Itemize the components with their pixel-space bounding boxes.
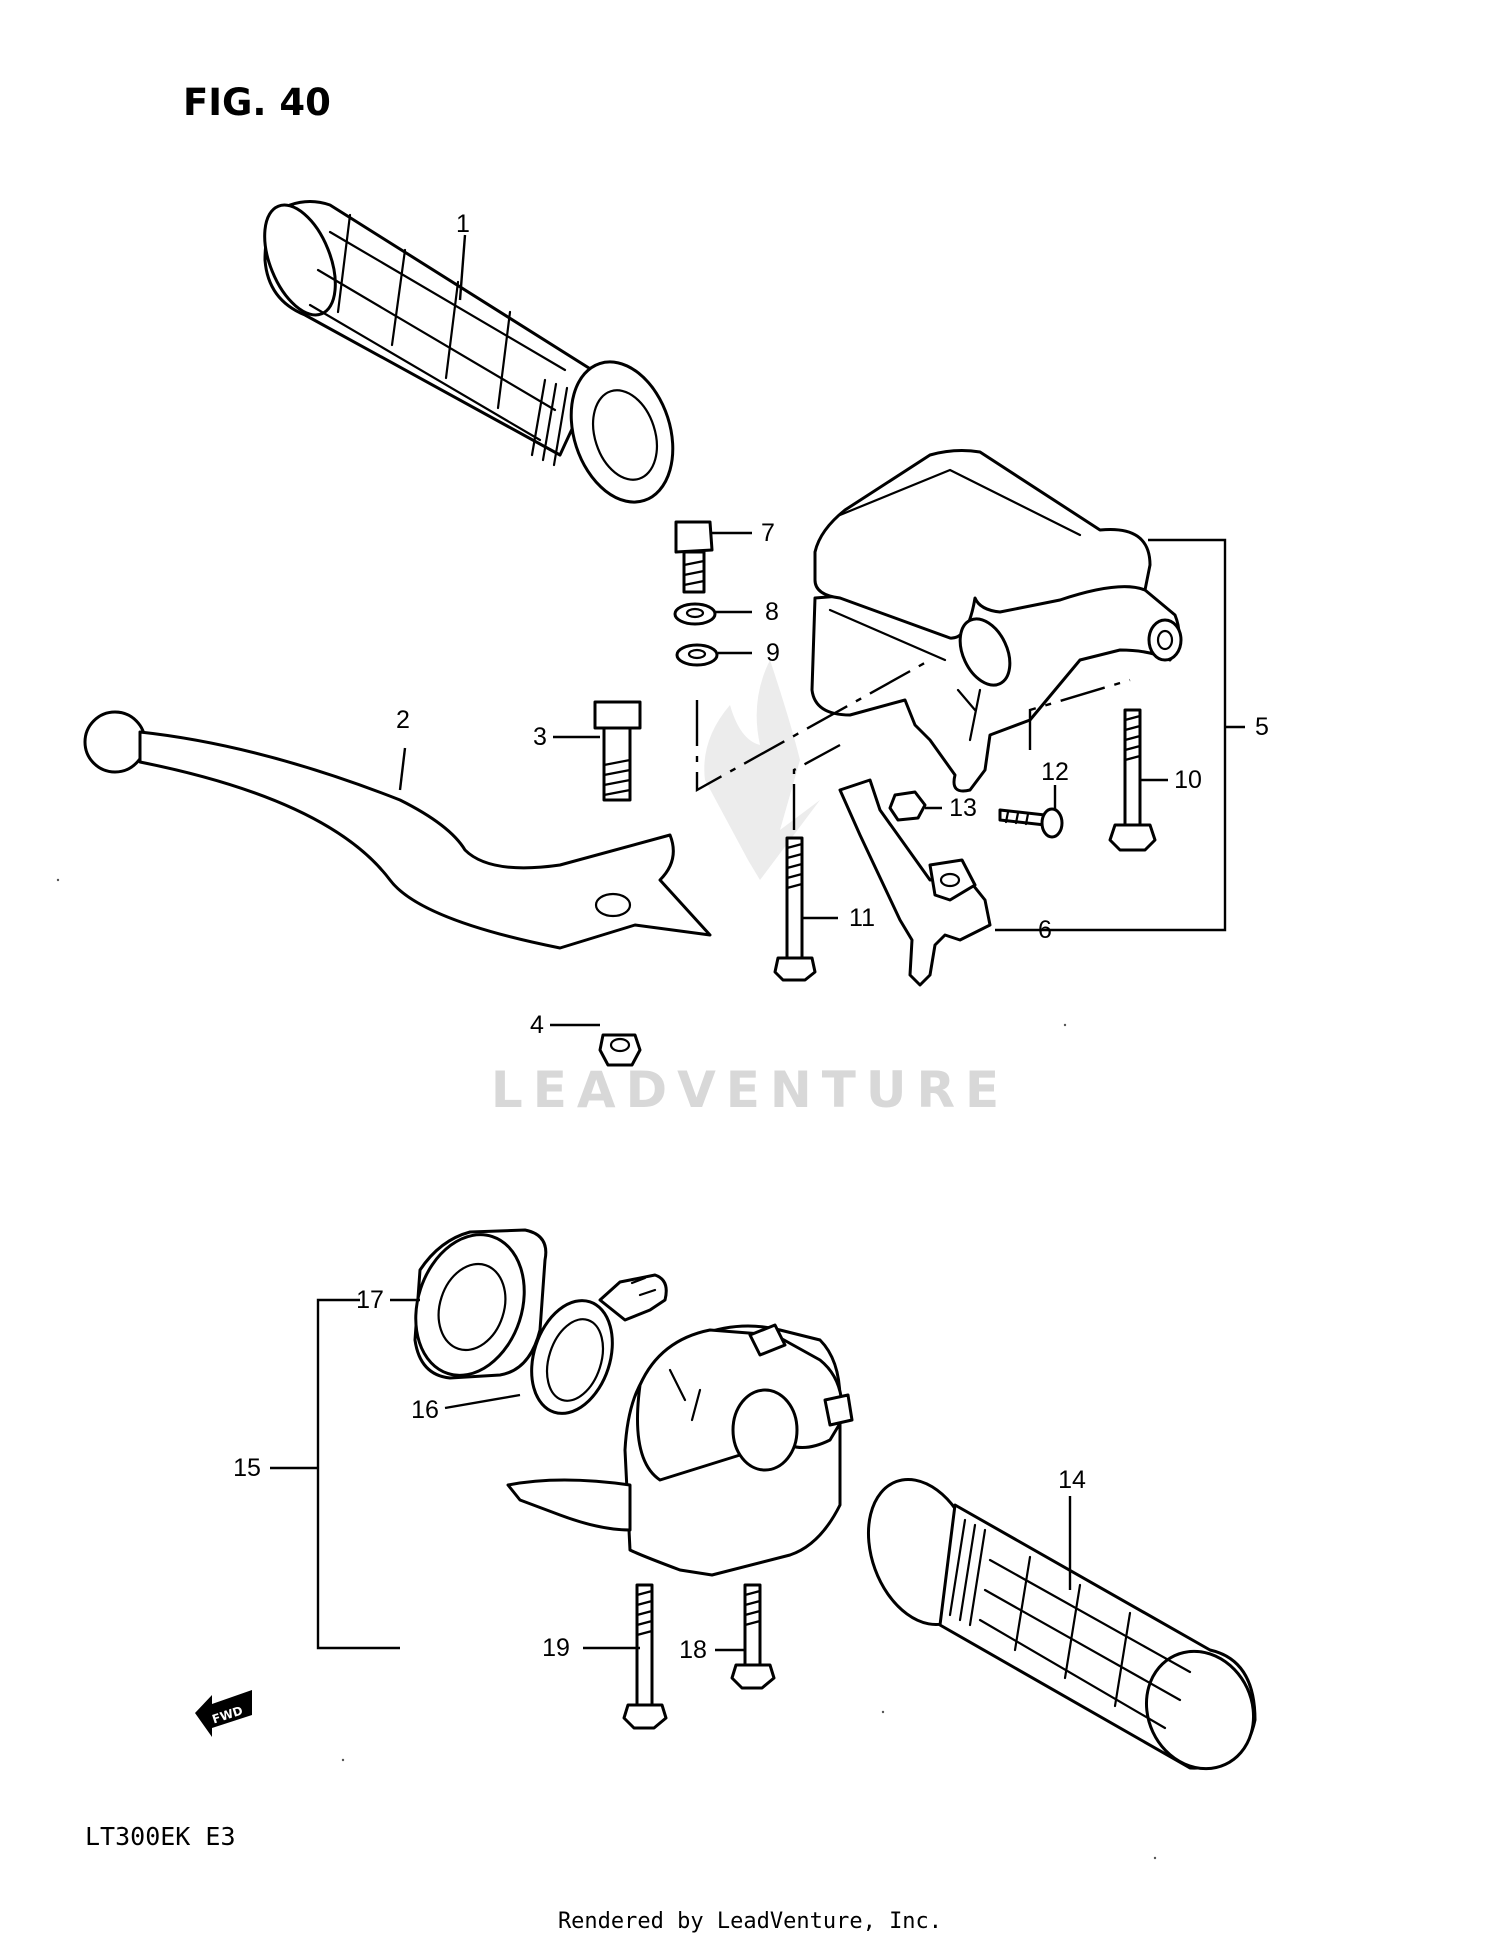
callout-14: 14 <box>1058 1466 1086 1494</box>
model-code: LT300EK E3 <box>85 1822 236 1851</box>
part-5-lever-holder[interactable] <box>810 449 1183 793</box>
part-18-screw[interactable] <box>730 1583 776 1690</box>
part-19-long-screw[interactable] <box>622 1583 668 1730</box>
watermark-text: LEADVENTURE <box>491 1061 1009 1119</box>
part-12-screw[interactable] <box>998 807 1064 839</box>
callout-8: 8 <box>765 598 779 626</box>
callout-6: 6 <box>1038 916 1052 944</box>
part-4-nut[interactable] <box>598 1033 642 1067</box>
scan-specks <box>56 878 1157 1860</box>
callout-19: 19 <box>542 1634 570 1662</box>
callout-17: 17 <box>356 1286 384 1314</box>
part-17-seal-ring[interactable] <box>398 1220 548 1389</box>
part-10-long-bolt[interactable] <box>1108 708 1157 852</box>
part-13-nut[interactable] <box>888 790 927 822</box>
callout-2: 2 <box>396 706 410 734</box>
figure-title: FIG. 40 <box>183 81 331 124</box>
callout-16: 16 <box>411 1396 439 1424</box>
callout-4: 4 <box>530 1011 544 1039</box>
callout-12: 12 <box>1041 758 1069 786</box>
part-11-bolt[interactable] <box>773 836 817 982</box>
part-7-bolt[interactable] <box>674 520 714 594</box>
callout-5: 5 <box>1255 713 1269 741</box>
callout-3: 3 <box>533 723 547 751</box>
part-14-right-grip[interactable] <box>849 1464 1272 1786</box>
callout-15: 15 <box>233 1454 261 1482</box>
part-8-washer[interactable] <box>673 602 717 626</box>
leader-lines <box>270 234 1245 1652</box>
watermark-logo-icon <box>704 660 820 880</box>
callout-10: 10 <box>1174 766 1202 794</box>
callout-9: 9 <box>766 639 780 667</box>
part-1-left-grip[interactable] <box>250 195 689 515</box>
part-16-clamp[interactable] <box>518 1273 668 1424</box>
callout-labels: 1 2 3 4 5 6 7 8 9 10 11 12 13 14 15 16 1… <box>233 210 1269 1664</box>
callout-13: 13 <box>949 794 977 822</box>
part-15-switch-housing[interactable] <box>506 1323 854 1577</box>
render-credit: Rendered by LeadVenture, Inc. <box>558 1909 942 1934</box>
callout-18: 18 <box>679 1636 707 1664</box>
forward-direction-icon: FWD <box>195 1690 252 1737</box>
callout-11: 11 <box>849 904 875 932</box>
part-3-pivot-bolt[interactable] <box>593 700 642 802</box>
callout-1: 1 <box>456 210 470 238</box>
part-6-switch-arm[interactable] <box>838 778 992 987</box>
callout-7: 7 <box>761 519 775 547</box>
assembly-lines-upper <box>695 658 1131 830</box>
part-2-brake-lever[interactable] <box>83 710 712 950</box>
part-9-washer[interactable] <box>675 643 719 667</box>
